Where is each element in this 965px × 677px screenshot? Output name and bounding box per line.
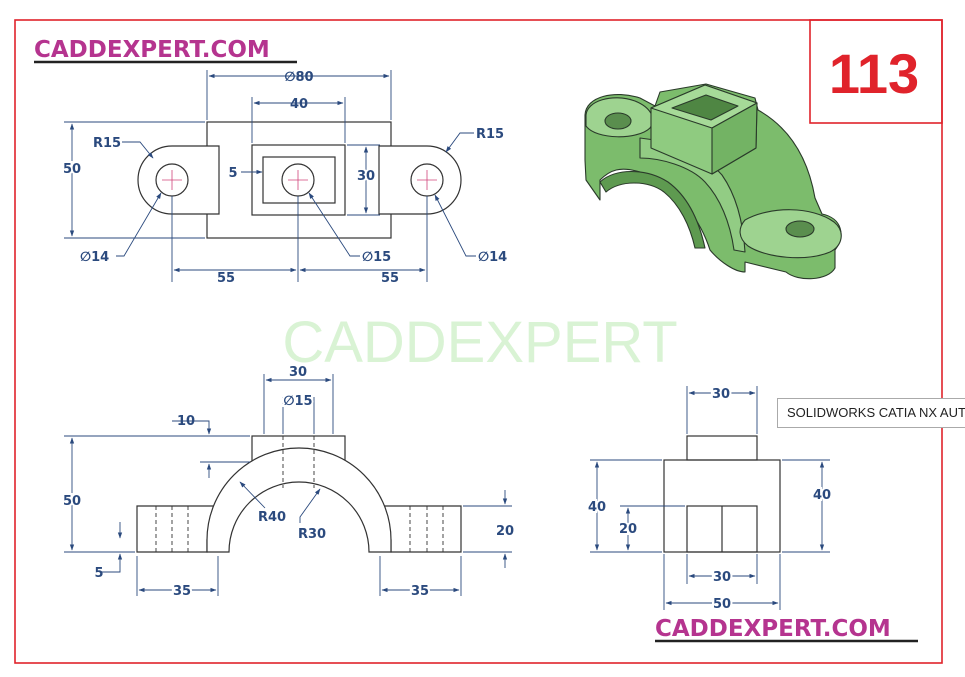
dim-hole-center: ∅15 <box>362 250 391 265</box>
sheet-border <box>14 19 943 664</box>
front-view-dimension-labels: 30 ∅15 10 50 R40 R30 20 5 35 35 <box>61 365 514 601</box>
dim-side-right-height: 40 <box>813 488 831 503</box>
front-view-dimensions <box>64 374 512 596</box>
dim-hole-right: ∅14 <box>478 250 507 265</box>
top-view-dimensions <box>64 70 476 282</box>
svg-text:CADDEXPERT.COM: CADDEXPERT.COM <box>34 37 270 63</box>
svg-text:CADDEXPERT.COM: CADDEXPERT.COM <box>655 616 891 642</box>
brand-top: CADDEXPERT.COM <box>34 37 297 64</box>
dim-hole-left: ∅14 <box>80 250 109 265</box>
dim-span-left: 55 <box>217 271 235 286</box>
tooltip: SOLIDWORKS CATIA NX AUTOCAD <box>777 398 965 428</box>
model-box-cavity <box>671 94 739 121</box>
dim-front-box-width: 30 <box>289 365 307 380</box>
top-view-box-outer <box>251 144 346 216</box>
dim-radius-left: R15 <box>93 136 121 151</box>
dim-flange-height: 20 <box>496 524 514 539</box>
front-view-left-foot <box>136 505 219 553</box>
front-view <box>136 435 462 553</box>
model-right-hole <box>785 220 815 238</box>
front-view-right-foot <box>379 505 462 553</box>
side-view-top-box <box>686 435 758 461</box>
sheet-number-box <box>809 19 943 124</box>
dim-inner-radius: R30 <box>298 527 326 542</box>
brand-bottom: CADDEXPERT.COM <box>655 616 918 643</box>
watermark: CADDEXPERT <box>282 310 677 375</box>
dim-front-hole: ∅15 <box>283 394 312 409</box>
dim-box-height: 30 <box>357 169 375 184</box>
tooltip-text: SOLIDWORKS CATIA NX AUTOCAD <box>787 405 965 420</box>
dim-span-right: 55 <box>381 271 399 286</box>
dim-side-overall-width: 50 <box>713 597 731 612</box>
top-view-box-inner <box>262 156 336 204</box>
top-view-centermarks <box>162 170 437 190</box>
dim-overall-diameter: ∅80 <box>284 70 313 85</box>
dim-height: 50 <box>63 162 81 177</box>
model-left-hole <box>604 112 632 130</box>
dim-front-height: 50 <box>63 494 81 509</box>
sheet-number: 113 <box>829 42 919 105</box>
front-view-hidden-lines <box>155 436 444 552</box>
dim-side-top-width: 30 <box>712 387 730 402</box>
dim-outer-radius: R40 <box>258 510 286 525</box>
dim-side-inner-width: 30 <box>713 570 731 585</box>
side-view-dimension-labels: 30 40 20 40 30 50 <box>586 385 833 614</box>
front-view-arch <box>206 447 392 553</box>
dim-base-offset: 5 <box>94 566 103 581</box>
isometric-model <box>584 83 842 280</box>
top-view-dimension-labels: ∅80 40 5 30 50 R15 R15 ∅14 ∅15 ∅14 55 55 <box>61 70 507 286</box>
dim-radius-right: R15 <box>476 127 504 142</box>
side-view-dimensions <box>590 386 830 610</box>
dim-foot-left: 35 <box>173 584 191 599</box>
dim-box-width: 40 <box>290 97 308 112</box>
dim-side-left-height: 40 <box>588 500 606 515</box>
dim-slot-gap: 5 <box>228 166 237 181</box>
dim-front-box-height: 10 <box>177 414 195 429</box>
dim-side-inner-height: 20 <box>619 522 637 537</box>
dim-foot-right: 35 <box>411 584 429 599</box>
model-arch-inner <box>599 171 706 249</box>
side-view <box>663 435 781 553</box>
model-box-side <box>711 102 758 175</box>
